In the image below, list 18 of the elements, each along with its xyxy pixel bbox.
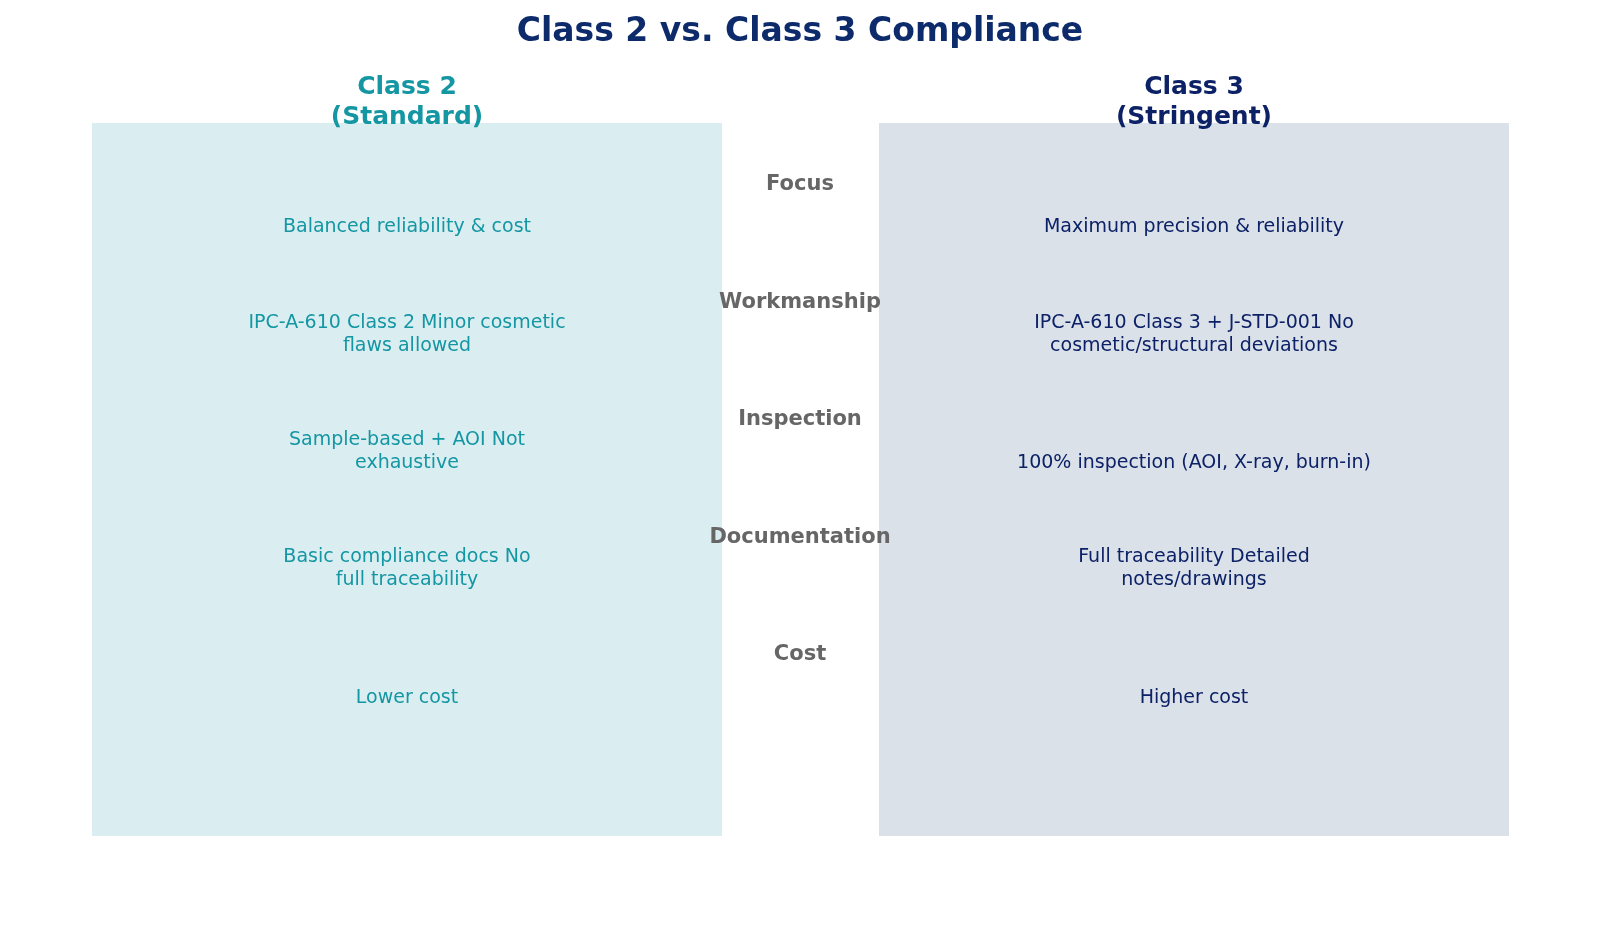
cell-text: 100% inspection (AOI, X-ray, burn-in): [1016, 449, 1372, 473]
cell-text: Maximum precision & reliability: [1042, 213, 1346, 237]
row-label: Documentation: [708, 523, 892, 548]
cell-text: IPC-A-610 Class 2 Minor cosmetic flaws allowed: [247, 310, 567, 356]
cell-text: IPC-A-610 Class 3 + J-STD-001 No cosmetic/structural deviations: [1033, 310, 1355, 356]
row-label: Inspection: [737, 406, 863, 430]
cell-text: Higher cost: [1138, 684, 1250, 708]
cell-text: Balanced reliability & cost: [281, 213, 533, 237]
cell-text: Basic compliance docs No full traceability: [282, 544, 532, 590]
column-heading: Class 3 (Stringent): [1114, 71, 1274, 131]
row-label: Focus: [765, 171, 835, 195]
row-label: Workmanship: [718, 288, 882, 313]
cell-text: Full traceability Detailed notes/drawings: [1077, 544, 1311, 590]
column-heading: Class 2 (Standard): [329, 71, 485, 131]
cell-text: Sample-based + AOI Not exhaustive: [288, 427, 526, 473]
cell-text: Lower cost: [354, 684, 460, 708]
row-label: Cost: [772, 641, 828, 665]
diagram-title: Class 2 vs. Class 3 Compliance: [515, 10, 1085, 49]
